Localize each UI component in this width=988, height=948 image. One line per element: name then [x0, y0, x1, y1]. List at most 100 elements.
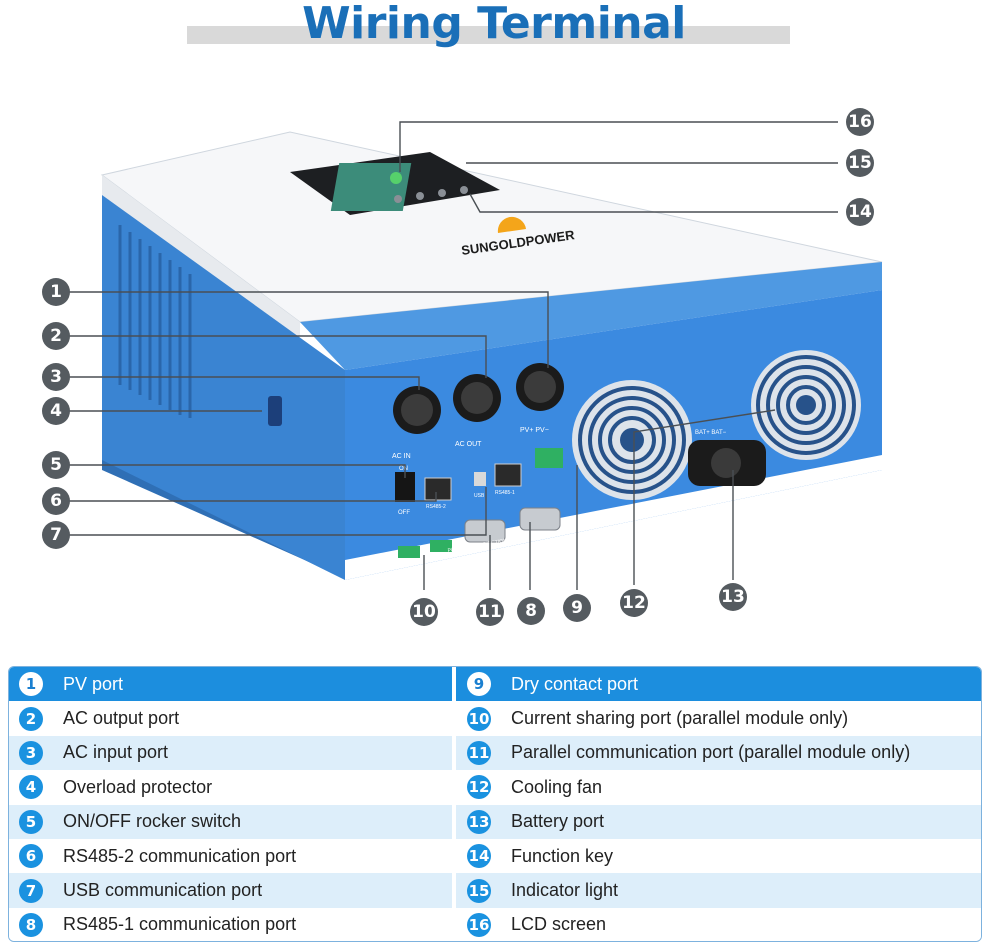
callout-badge-3: 3: [42, 363, 70, 391]
legend-cell: 4 Overload protector: [19, 770, 449, 804]
legend-number-badge: 5: [19, 809, 43, 834]
svg-text:7: 7: [50, 525, 62, 545]
battery-port-core: [711, 448, 741, 478]
legend-number-badge: 1: [19, 672, 43, 697]
legend-label: Function key: [511, 845, 614, 866]
callout-badge-6: 6: [42, 487, 70, 515]
overload-protector: [268, 396, 282, 426]
rs485-2-label: RS485-2: [426, 504, 446, 510]
legend-label: Battery port: [511, 811, 605, 832]
callout-badge-13: 13: [719, 583, 747, 611]
switch-off-label: OFF: [398, 510, 410, 516]
ac-out-label: AC OUT: [455, 441, 482, 448]
usb-port: [474, 472, 486, 486]
callout-badge-4: 4: [42, 397, 70, 425]
legend-table: 1 PV port 9 Dry contact port 2 AC output po…: [8, 666, 982, 942]
svg-text:9: 9: [571, 598, 583, 618]
callout-badge-9: 9: [563, 594, 591, 622]
legend-number-badge: 14: [467, 844, 491, 869]
legend-number-badge: 2: [19, 706, 43, 731]
legend-number-badge: 4: [19, 775, 43, 800]
lcd-screen: [330, 163, 412, 211]
svg-text:12: 12: [622, 593, 646, 613]
legend-row: 1 PV port 9 Dry contact port: [9, 667, 981, 702]
pv-label: PV+ PV−: [520, 427, 549, 434]
legend-number-badge: 6: [19, 844, 43, 869]
legend-label: RS485-2 communication port: [63, 845, 297, 866]
dry-contact-port: [535, 448, 563, 468]
leader-lines: [68, 121, 838, 590]
parallel-comm-port-b: [519, 507, 561, 531]
legend-label: AC output port: [63, 708, 180, 729]
callout-badge-11: 11: [476, 598, 504, 626]
rs485-2-port: [424, 477, 452, 501]
switch-on-label: ON: [399, 466, 408, 472]
legend-label: Overload protector: [63, 776, 213, 797]
side-vent-grille: [118, 225, 192, 418]
callout-badge-14: 14: [846, 198, 874, 226]
callout-badge-12: 12: [620, 589, 648, 617]
legend-cell: 15 Indicator light: [467, 873, 972, 907]
rs485-1-label: RS485-1: [495, 490, 515, 496]
inverter-base-stripe: [345, 455, 882, 580]
legend-cell: 2 AC output port: [19, 701, 449, 735]
legend-label: Current sharing port (parallel module on…: [511, 708, 849, 729]
svg-text:3: 3: [50, 367, 62, 387]
current-sharing-port-a: [398, 546, 420, 558]
legend-cell: 11 Parallel communication port (parallel …: [467, 736, 972, 770]
legend-number-badge: 11: [467, 740, 491, 765]
page-title: Wiring Terminal: [302, 0, 686, 49]
inverter-side-panel: [102, 195, 345, 580]
svg-text:2: 2: [50, 326, 62, 346]
svg-text:16: 16: [848, 112, 872, 132]
legend-number-badge: 16: [467, 912, 491, 937]
svg-text:8: 8: [525, 601, 537, 621]
inverter-lid-edge: [102, 175, 300, 340]
callout-badge-1: 1: [42, 278, 70, 306]
title-underline-bar: [187, 26, 790, 44]
ac-output-port: [453, 374, 501, 422]
legend-number-badge: 3: [19, 740, 43, 765]
callout-badge-15: 15: [846, 149, 874, 177]
legend-cell: 3 AC input port: [19, 736, 449, 770]
cooling-fan-left: [572, 380, 692, 500]
svg-text:14: 14: [848, 202, 872, 222]
callout-badge-16: 16: [846, 108, 874, 136]
legend-label: Indicator light: [511, 880, 619, 901]
callout-badge-8: 8: [517, 597, 545, 625]
legend-number-badge: 8: [19, 912, 43, 937]
indicator-light: [463, 164, 469, 170]
legend-label: Parallel communication port (parallel mo…: [511, 742, 911, 763]
legend-number-badge: 13: [467, 809, 491, 834]
legend-cell: 6 RS485-2 communication port: [19, 839, 449, 873]
legend-cell: 1 PV port: [19, 667, 449, 701]
legend-number-badge: 12: [467, 775, 491, 800]
pv-port: [516, 363, 564, 411]
svg-text:11: 11: [478, 602, 502, 622]
legend-number-badge: 7: [19, 878, 43, 903]
usb-label: USB: [474, 493, 485, 499]
svg-text:4: 4: [50, 401, 62, 421]
parallel-comm-port-a: [464, 519, 506, 543]
legend-label: PV port: [63, 673, 124, 694]
inverter-top-band: [300, 262, 882, 370]
legend-label: AC input port: [63, 742, 169, 763]
lcd-indicator: [390, 172, 402, 184]
legend-number-badge: 9: [467, 672, 491, 697]
legend-number-badge: 15: [467, 878, 491, 903]
legend-cell: 8 RS485-1 communication port: [19, 908, 449, 941]
legend-column-divider: [452, 667, 456, 941]
legend-label: RS485-1 communication port: [63, 914, 297, 935]
legend-label: Dry contact port: [511, 673, 639, 694]
ac-in-label: AC IN: [392, 453, 411, 460]
inverter-diagram: SUNGOLDPOWER AC IN AC OUT PV+ PV− ON OFF…: [42, 108, 883, 626]
legend-cell: 14 Function key: [467, 839, 972, 873]
function-keys: [394, 186, 468, 203]
svg-text:15: 15: [848, 153, 872, 173]
